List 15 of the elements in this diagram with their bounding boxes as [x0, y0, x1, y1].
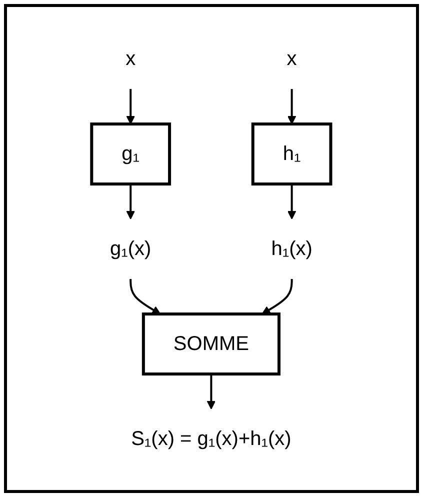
arrow — [130, 278, 161, 314]
arrow — [288, 184, 296, 219]
arrow — [126, 184, 136, 219]
arrow — [288, 88, 296, 124]
arrow — [207, 374, 216, 409]
node-text: S₁(x) = g₁(x)+h₁(x) — [131, 428, 292, 450]
node-text: x — [287, 48, 298, 70]
node-box: SOMME — [142, 312, 281, 375]
node-text: x — [126, 48, 136, 70]
node-text: g₁(x) — [110, 238, 152, 260]
arrow — [262, 278, 294, 314]
node-box: g₁ — [90, 122, 172, 185]
node-box: h₁ — [252, 122, 333, 185]
node-text: h₁(x) — [272, 238, 313, 260]
arrow — [126, 88, 136, 124]
